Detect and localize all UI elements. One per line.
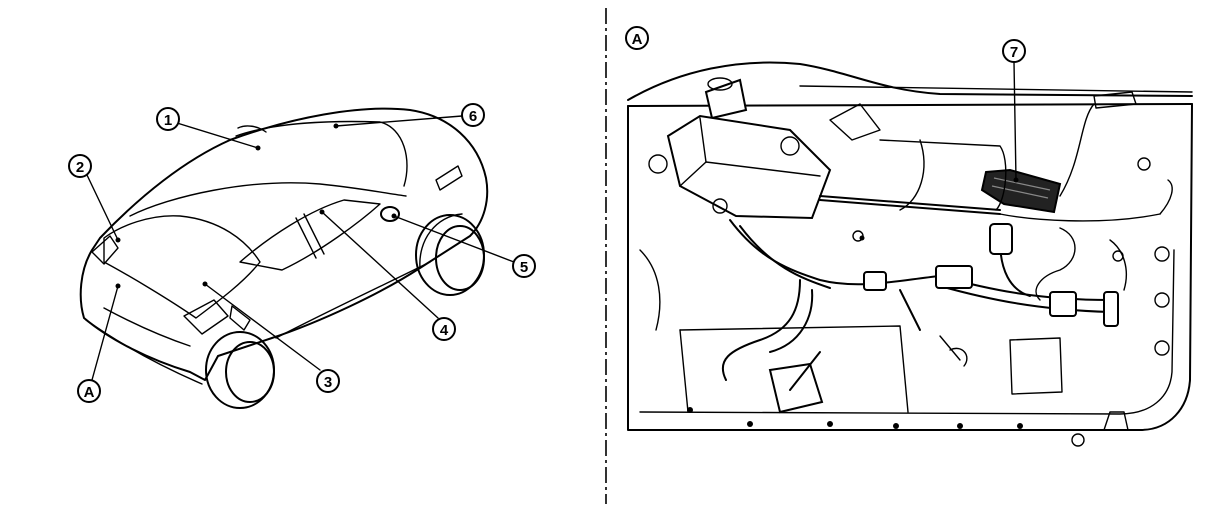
callout-3-label: 3	[324, 374, 332, 391]
callout-2-label: 2	[76, 159, 84, 176]
vehicle-overview-drawing	[79, 107, 515, 409]
callout-7-label: 7	[1010, 44, 1018, 61]
door-lock-actuator	[648, 77, 881, 220]
callout-6: 6	[461, 103, 485, 127]
callout-3: 3	[316, 369, 340, 393]
view-a-letter: A	[632, 31, 643, 48]
callout-a-label: A	[84, 384, 95, 401]
side-window	[239, 199, 381, 271]
callout-7: 7	[1002, 39, 1026, 63]
callout-5: 5	[512, 254, 536, 278]
sensor-module	[980, 168, 1062, 214]
callout-1: 1	[156, 107, 180, 131]
callout-5-label: 5	[520, 259, 528, 276]
liftgate	[103, 215, 261, 319]
callout-a: A	[77, 379, 101, 403]
door-interior-drawing	[627, 61, 1193, 447]
view-a-label: A	[625, 26, 649, 50]
roof-line	[129, 182, 407, 217]
callout-1-label: 1	[164, 112, 172, 129]
callout-2: 2	[68, 154, 92, 178]
rear-wheel	[205, 331, 275, 409]
side-wheel	[415, 214, 485, 296]
fuel-lid	[380, 206, 400, 222]
callout-4-label: 4	[440, 322, 449, 339]
callout-4: 4	[432, 317, 456, 341]
callout-6-label: 6	[469, 108, 477, 125]
